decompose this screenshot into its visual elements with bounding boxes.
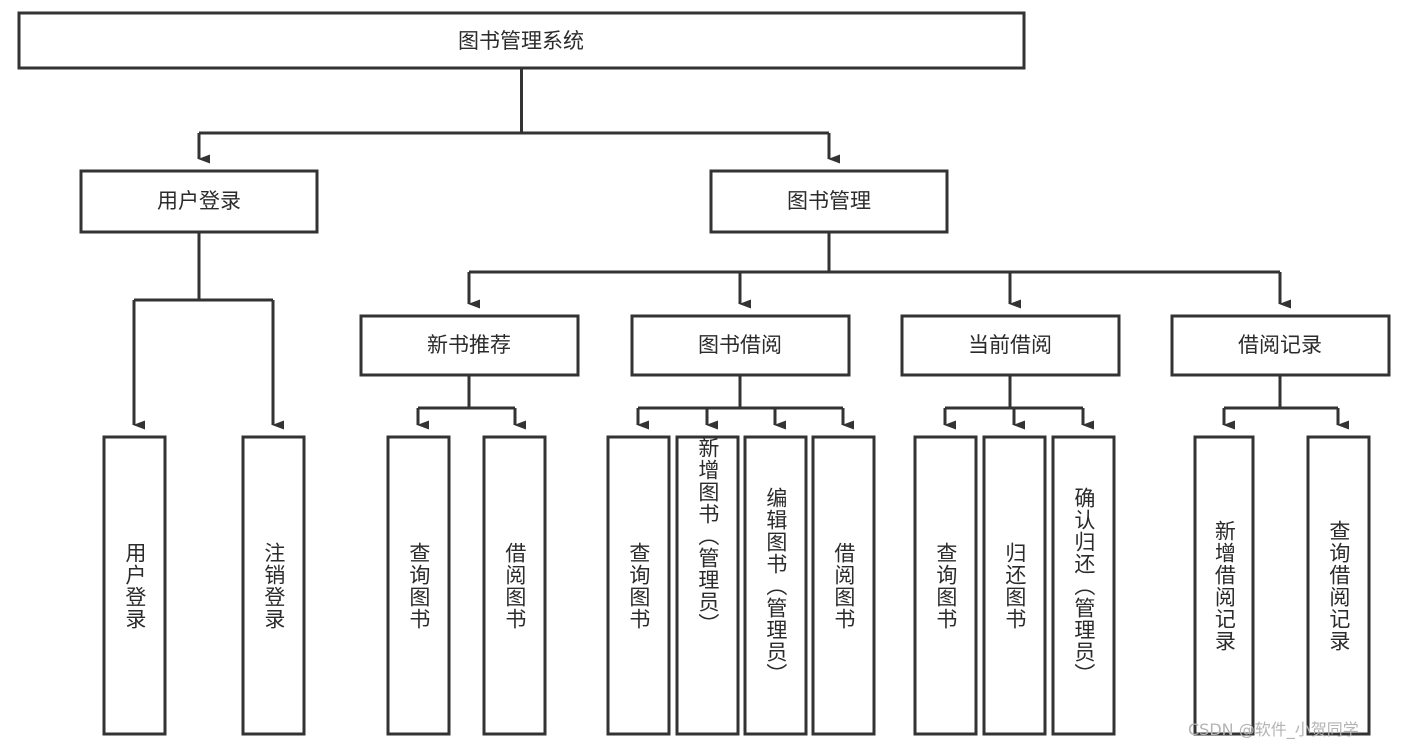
nodes-layer: 图书管理系统 用户登录 图书管理 新书推荐 图书借阅 当前借阅 借阅记录 [17,11,1391,736]
leaf-return-book-box[interactable] [982,435,1047,736]
node-root-label: 图书管理系统 [458,29,584,53]
leaf-query-book-recommend-box[interactable] [386,435,451,736]
node-borrow-record-box[interactable] [1170,314,1391,377]
leaf-query-book-borrow-box[interactable] [606,435,671,736]
leaf-add-book-admin-box[interactable] [675,435,740,736]
node-borrow-record-label: 借阅记录 [1238,333,1322,357]
node-root-box[interactable] [17,11,1026,70]
node-new-book-recommend-label: 新书推荐 [427,333,511,357]
leaf-edit-book-admin-box[interactable] [743,435,808,736]
leaf-confirm-return-admin-box[interactable] [1051,435,1116,736]
node-user-login-label: 用户登录 [157,189,241,213]
leaf-query-book-current-box[interactable] [913,435,978,736]
node-user-login-box[interactable] [79,169,319,234]
leaf-borrow-book-box[interactable] [811,435,876,736]
node-book-management-label: 图书管理 [787,189,871,213]
csdn-watermark: CSDN @软件_小贺同学 [1188,720,1359,739]
leaf-user-login-box[interactable] [102,435,167,736]
edges-layer [132,68,1349,430]
node-book-management-box[interactable] [709,169,949,234]
leaf-add-borrow-record-box[interactable] [1193,435,1255,736]
node-book-borrow-label: 图书借阅 [698,333,782,357]
node-current-borrow-box[interactable] [900,314,1121,377]
node-current-borrow-label: 当前借阅 [968,333,1052,357]
leaf-query-borrow-record-box[interactable] [1306,435,1371,736]
node-book-borrow-box[interactable] [630,314,851,377]
leaf-borrow-book-recommend-box[interactable] [482,435,547,736]
node-new-book-recommend-box[interactable] [359,314,580,377]
leaf-logout-box[interactable] [241,435,306,736]
